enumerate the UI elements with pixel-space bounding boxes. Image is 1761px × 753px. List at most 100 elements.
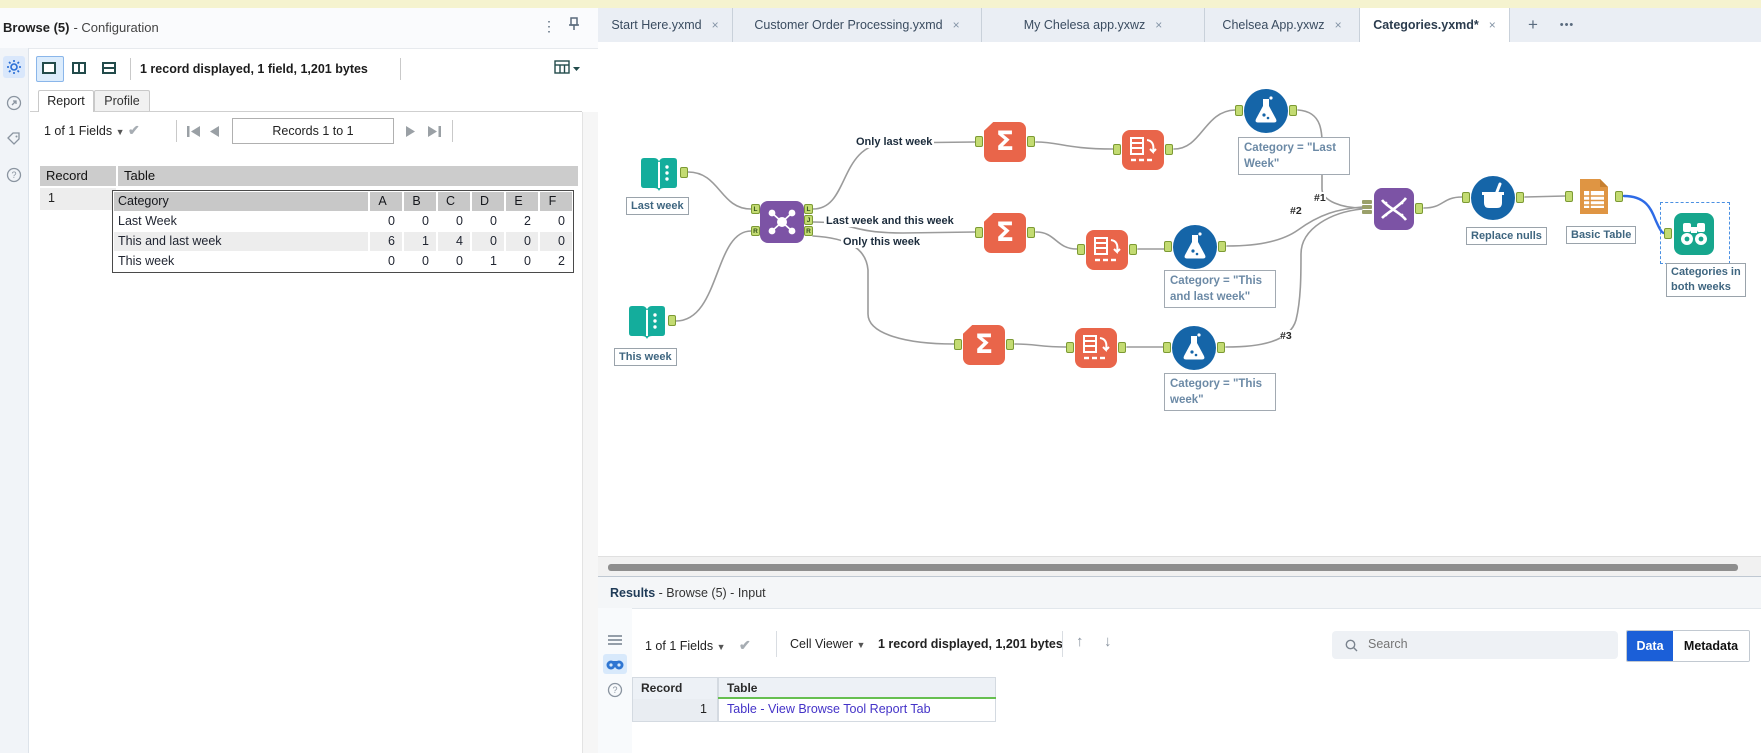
help-icon[interactable]: ? (3, 164, 25, 186)
close-icon[interactable]: × (711, 18, 719, 32)
tab-chelsea-app[interactable]: Chelsea App.yxwz× (1205, 8, 1360, 42)
records-range-box[interactable]: Records 1 to 1 (232, 118, 394, 144)
tab-report[interactable]: Report (38, 90, 94, 112)
output-anchor[interactable] (1118, 342, 1126, 353)
replace-nulls-tool[interactable] (1471, 176, 1515, 220)
scrollbar-thumb[interactable] (608, 564, 1738, 571)
input-tool-this-week[interactable] (626, 302, 668, 347)
crosstab-tool-3[interactable] (1075, 328, 1117, 368)
output-anchor[interactable] (1165, 144, 1173, 155)
arrow-down-icon[interactable]: ↓ (1104, 633, 1112, 650)
output-anchor[interactable] (1218, 241, 1226, 252)
results-fields-dropdown[interactable]: 1 of 1 Fields ▼ ✔ (645, 637, 751, 653)
apply-check-icon[interactable]: ✔ (127, 122, 140, 138)
summarize-tool-3[interactable]: Σ (963, 325, 1005, 365)
help-icon[interactable]: ? (607, 682, 623, 703)
output-anchor[interactable] (1516, 192, 1524, 203)
output-anchor[interactable] (1006, 339, 1014, 350)
input-anchor[interactable] (1565, 191, 1573, 202)
tab-categories-active[interactable]: Categories.yxmd*× (1360, 8, 1510, 42)
tab-my-chelesa-app[interactable]: My Chelesa app.yxwz× (982, 8, 1205, 42)
join-output-l[interactable]: L (804, 204, 813, 214)
input-anchor[interactable] (1066, 342, 1074, 353)
input-anchor[interactable] (1235, 105, 1243, 116)
canvas-hscrollbar[interactable] (598, 556, 1761, 577)
next-record-button[interactable] (404, 125, 417, 143)
more-tabs-button[interactable]: ••• (1559, 19, 1575, 31)
formula-tool-3[interactable] (1172, 326, 1216, 370)
table-options-dropdown[interactable] (554, 60, 580, 83)
output-anchor[interactable] (1129, 244, 1137, 255)
formula-tool-1[interactable] (1244, 89, 1288, 133)
join-input-right[interactable]: R (751, 226, 760, 236)
single-pane-view-button[interactable] (36, 56, 64, 82)
output-anchor[interactable] (668, 315, 676, 326)
annotation-this-week[interactable]: Category = "This week" (1164, 373, 1276, 411)
input-anchor[interactable] (1462, 192, 1470, 203)
first-record-button[interactable] (186, 125, 202, 143)
last-record-button[interactable] (426, 125, 442, 143)
arrow-up-icon[interactable]: ↑ (1076, 633, 1084, 650)
join-output-r[interactable]: R (804, 226, 813, 236)
workflow-canvas[interactable]: Last week This week L R L J R Σ Σ Σ (598, 42, 1761, 556)
crosstab-tool-1[interactable] (1122, 130, 1164, 170)
join-input-left[interactable]: L (751, 204, 760, 214)
new-tab-button[interactable]: + (1528, 15, 1538, 34)
close-icon[interactable]: × (1155, 18, 1163, 32)
browse-everywhere-icon[interactable] (603, 654, 627, 674)
apply-check-icon[interactable]: ✔ (738, 637, 751, 653)
input-anchor[interactable] (1163, 342, 1171, 353)
output-anchor[interactable] (1027, 136, 1035, 147)
input-anchor[interactable] (1164, 241, 1172, 252)
input-tool-last-week[interactable] (638, 154, 680, 199)
panel-menu-icon[interactable]: ⋮ (542, 18, 556, 34)
prev-record-button[interactable] (208, 125, 221, 143)
vertical-split-view-button[interactable] (66, 56, 94, 82)
input-anchor[interactable] (975, 136, 983, 147)
metadata-button[interactable]: Metadata (1673, 631, 1749, 661)
basic-table-tool[interactable] (1574, 175, 1614, 223)
close-icon[interactable]: × (952, 18, 960, 32)
close-icon[interactable]: × (1488, 18, 1496, 32)
output-anchor[interactable] (1289, 105, 1297, 116)
input-anchor[interactable] (954, 339, 962, 350)
output-anchor[interactable] (1615, 191, 1623, 202)
log-list-icon[interactable] (608, 633, 622, 651)
tab-profile[interactable]: Profile (94, 90, 150, 112)
horizontal-split-view-button[interactable] (96, 56, 124, 82)
annotation-this-and-last[interactable]: Category = "This and last week" (1164, 270, 1276, 308)
annotation-last-week[interactable]: Category = "Last Week" (1238, 137, 1350, 175)
fields-dropdown[interactable]: 1 of 1 Fields ▼ ✔ (44, 122, 140, 139)
browse-tool[interactable] (1674, 213, 1714, 255)
input-anchor[interactable] (975, 227, 983, 238)
cell-viewer-dropdown[interactable]: Cell Viewer ▼ (790, 637, 866, 651)
union-input-anchor[interactable] (1362, 200, 1372, 217)
output-anchor[interactable] (1217, 342, 1225, 353)
config-scrollbar[interactable] (582, 112, 598, 753)
input-anchor[interactable] (1077, 244, 1085, 255)
results-cell-table[interactable]: Table - View Browse Tool Report Tab (718, 699, 996, 722)
tab-start-here[interactable]: Start Here.yxmd× (598, 8, 733, 42)
input-anchor[interactable] (1113, 144, 1121, 155)
output-anchor[interactable] (680, 167, 688, 178)
union-tool[interactable] (1374, 188, 1414, 230)
summarize-tool-2[interactable]: Σ (984, 213, 1026, 253)
input-anchor[interactable] (1664, 228, 1672, 239)
join-output-j[interactable]: J (804, 215, 813, 225)
tag-icon[interactable] (3, 128, 25, 150)
join-tool[interactable] (760, 201, 804, 243)
results-cell-record[interactable]: 1 (632, 699, 718, 722)
output-anchor[interactable] (1027, 227, 1035, 238)
share-icon[interactable] (3, 92, 25, 114)
results-col-record[interactable]: Record (632, 677, 718, 700)
pin-icon[interactable] (566, 16, 582, 37)
gear-icon[interactable] (3, 56, 25, 78)
formula-tool-2[interactable] (1173, 225, 1217, 269)
output-anchor[interactable] (1415, 203, 1423, 214)
summarize-tool-1[interactable]: Σ (984, 122, 1026, 162)
data-button[interactable]: Data (1627, 631, 1673, 661)
search-input[interactable] (1366, 636, 1600, 652)
tab-customer-order-processing[interactable]: Customer Order Processing.yxmd× (733, 8, 982, 42)
crosstab-tool-2[interactable] (1086, 230, 1128, 270)
close-icon[interactable]: × (1334, 18, 1342, 32)
